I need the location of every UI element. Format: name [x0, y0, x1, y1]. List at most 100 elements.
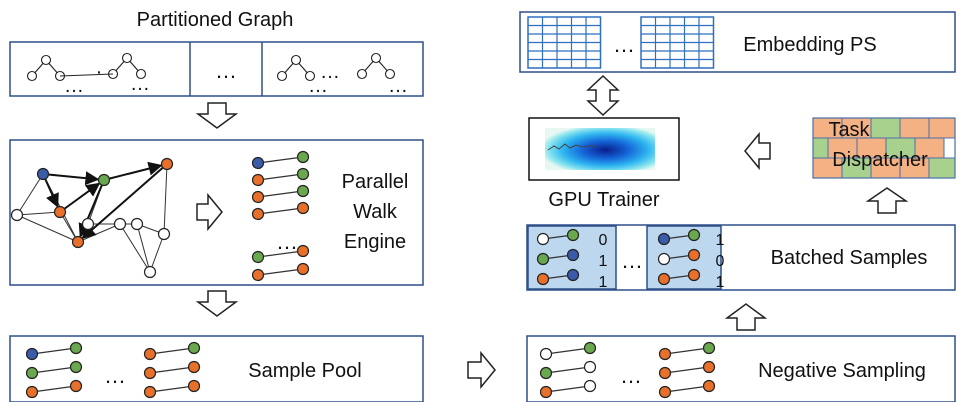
- graph-node: [657, 272, 671, 286]
- graph-node: [113, 217, 127, 231]
- graph-node: [69, 341, 83, 355]
- dots: …: [308, 75, 328, 97]
- pair-edge: [257, 156, 304, 164]
- dots: …: [64, 75, 84, 97]
- graph-node: [36, 167, 50, 181]
- walk-edge: [59, 182, 101, 213]
- graph-node: [157, 227, 171, 241]
- dispatcher-cell: [812, 137, 829, 159]
- arrow-up-icon: [724, 303, 768, 331]
- pair-edge: [149, 347, 195, 355]
- parallel-walk-engine-box: … Parallel Walk Engine: [9, 139, 424, 286]
- graph-node: [657, 252, 671, 266]
- tree-node: [26, 70, 38, 82]
- graph-node: [296, 244, 310, 258]
- graph-node: [143, 265, 157, 279]
- negative-sample-pairs: [539, 341, 716, 399]
- graph-node: [251, 156, 265, 170]
- arrow-down-icon: [195, 102, 239, 129]
- tree-node: [276, 70, 288, 82]
- sample-pool-pairs: [25, 341, 201, 399]
- loss-curve: [547, 143, 597, 151]
- pair-edge: [31, 366, 77, 374]
- graph-node: [658, 366, 672, 380]
- graph-node: [687, 228, 701, 242]
- partitioned-graph-title: Partitioned Graph: [137, 9, 294, 31]
- graph-node: [539, 347, 553, 361]
- dispatcher-label: Dispatcher: [832, 149, 928, 171]
- gpu-trainer-box: GPU Trainer: [528, 117, 680, 211]
- embedding-ps-label: Embedding PS: [743, 34, 876, 56]
- graph-node: [566, 248, 580, 262]
- partition-subgraphs-left: ·……: [26, 52, 150, 97]
- task-dispatcher-box: Task Dispatcher: [812, 117, 956, 179]
- graph-edge: [77, 223, 121, 243]
- batch-label-left-1: 1: [599, 253, 608, 270]
- embedding-table-icon: [527, 16, 602, 69]
- tree-node: [40, 54, 52, 66]
- graph-node: [69, 379, 83, 393]
- partition-subgraphs-right: ………: [276, 52, 408, 97]
- graph-node: [296, 262, 310, 276]
- pair-edge: [31, 385, 77, 393]
- dots: …: [388, 75, 408, 97]
- graph-node: [583, 360, 597, 374]
- batch-label-right-2: 1: [716, 274, 725, 291]
- graph-node: [187, 379, 201, 393]
- dots: …: [320, 61, 340, 83]
- arrow-right-icon: [467, 350, 496, 390]
- graph-node: [251, 268, 265, 282]
- tree-node: [356, 68, 368, 80]
- arrow-up-icon: [865, 187, 909, 214]
- graph-node: [296, 167, 310, 181]
- graph-node: [130, 217, 144, 231]
- arrow-down-icon: [195, 290, 239, 317]
- batched-samples-label: Batched Samples: [771, 247, 928, 269]
- graph-node: [702, 360, 716, 374]
- dispatcher-cell: [899, 117, 930, 139]
- graph-node: [69, 360, 83, 374]
- pair-edge: [664, 366, 710, 374]
- tree-node: [290, 54, 302, 66]
- graph-node: [536, 232, 550, 246]
- pair-edge: [257, 190, 304, 198]
- graph-node: [97, 173, 111, 187]
- graph-node: [539, 366, 553, 380]
- bidirectional-arrow-icon: [586, 74, 620, 117]
- graph-node: [702, 341, 716, 355]
- graph-edge: [136, 223, 151, 273]
- pair-edge: [257, 173, 304, 181]
- graph-node: [583, 341, 597, 355]
- sample-pool-label: Sample Pool: [248, 360, 361, 382]
- graph-node: [539, 385, 553, 399]
- tree-node: [135, 68, 147, 80]
- dots: …: [130, 73, 150, 95]
- graph-node: [583, 379, 597, 393]
- graph-node: [566, 228, 580, 242]
- tree-node: [384, 68, 396, 80]
- graph-node: [187, 360, 201, 374]
- pair-edge: [257, 207, 304, 215]
- neg-ellipsis: …: [620, 363, 642, 388]
- tree-node: [370, 52, 382, 64]
- graph-node: [25, 366, 39, 380]
- pair-edge: [149, 366, 195, 374]
- pair-edge: [149, 385, 195, 393]
- graph-node: [296, 184, 310, 198]
- embedding-ellipsis: …: [613, 32, 635, 57]
- graph-node: [251, 207, 265, 221]
- batch-label-right-1: 0: [716, 253, 725, 270]
- batch-label-left-0: 0: [599, 232, 608, 249]
- graph-edge: [119, 223, 151, 273]
- negative-sampling-label: Negative Sampling: [758, 360, 926, 382]
- pair-edge: [257, 268, 304, 276]
- batched-samples-box: 0 1 1 1 0 1 … Batched Samples: [526, 224, 956, 291]
- walk-edge: [42, 171, 100, 186]
- graph-edge: [149, 233, 165, 273]
- tree-node: [304, 70, 316, 82]
- partition-ellipsis: …: [215, 58, 237, 83]
- graph-node: [658, 347, 672, 361]
- graph-node: [687, 268, 701, 282]
- task-dispatcher-grid: [812, 117, 956, 179]
